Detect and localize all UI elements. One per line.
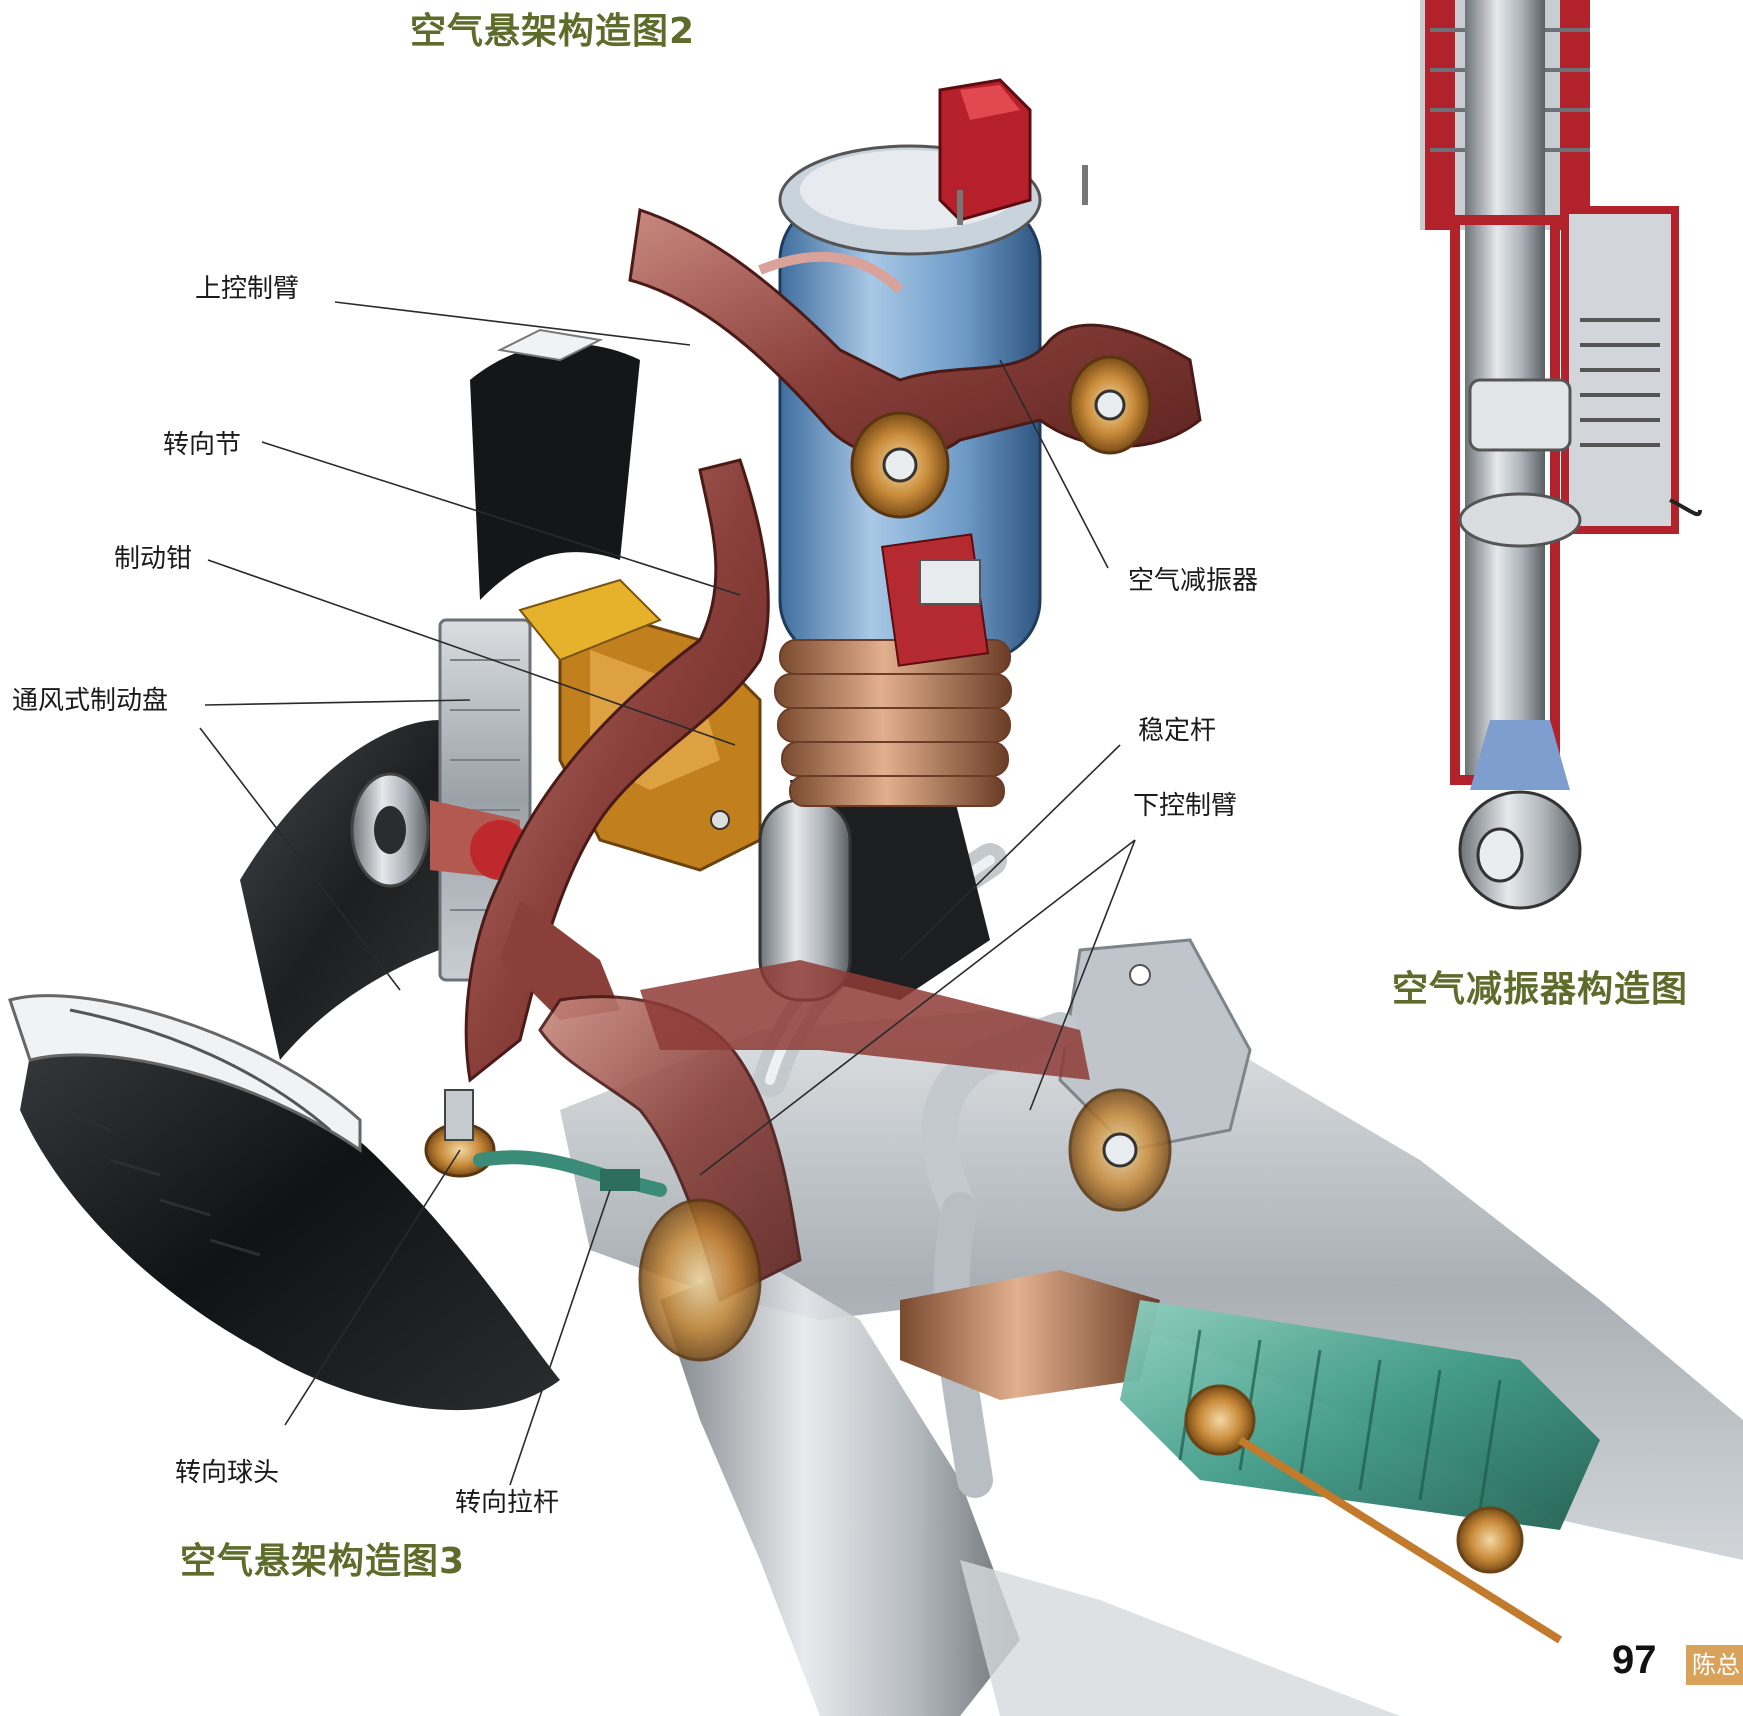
label-vented-brake-disc: 通风式制动盘 <box>12 686 169 716</box>
diagram3-title: 空气悬架构造图3 <box>180 1541 466 1582</box>
air-shock-cutaway <box>1420 0 1702 910</box>
diagram2-title: 空气悬架构造图2 <box>410 11 696 52</box>
upper-control-arm <box>628 208 1202 519</box>
air-shock-absorber <box>758 78 1088 1002</box>
label-upper-control-arm: 上控制臂 <box>195 274 300 304</box>
tire <box>8 328 640 1411</box>
label-steering-knuckle: 转向节 <box>163 430 242 460</box>
label-brake-caliper: 制动钳 <box>114 544 193 574</box>
footer-badge: 陈总 <box>1686 1645 1743 1685</box>
label-steering-ball-joint: 转向球头 <box>175 1458 280 1488</box>
label-stabilizer-bar: 稳定杆 <box>1138 716 1217 746</box>
label-tie-rod: 转向拉杆 <box>455 1488 560 1518</box>
page-number: 97 <box>1612 1638 1657 1682</box>
label-lower-control-arm: 下控制臂 <box>1133 791 1238 821</box>
leader-lines <box>199 301 1136 1486</box>
steering-knuckle <box>464 458 770 1083</box>
label-air-shock-absorber: 空气减振器 <box>1128 566 1259 596</box>
steering-rack <box>900 1270 1600 1644</box>
lower-control-arm <box>538 960 1172 1362</box>
shock-diagram-title: 空气减振器构造图 <box>1392 969 1689 1010</box>
